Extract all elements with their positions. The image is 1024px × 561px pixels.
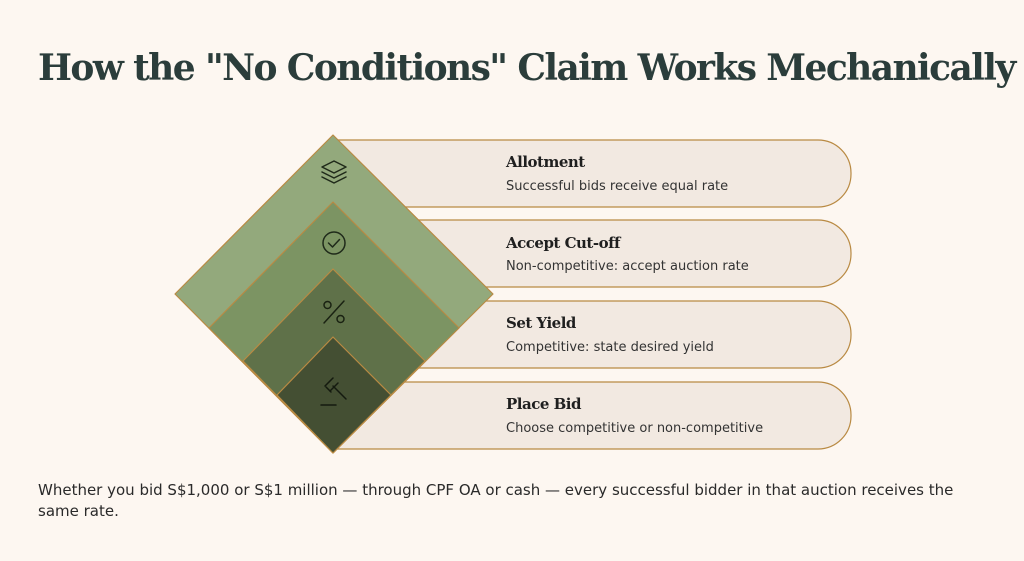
layers-icon bbox=[321, 160, 347, 184]
check-circle-icon bbox=[322, 231, 346, 255]
gavel-icon bbox=[320, 377, 347, 406]
step-card-place-bid bbox=[332, 381, 852, 450]
step-desc-set-yield: Competitive: state desired yield bbox=[506, 340, 714, 355]
step-desc-accept-cutoff: Non-competitive: accept auction rate bbox=[506, 259, 749, 274]
percent-icon bbox=[323, 300, 345, 324]
step-desc-place-bid: Choose competitive or non-competitive bbox=[506, 421, 764, 436]
step-title-allotment: Allotment bbox=[506, 153, 585, 171]
footnote-text: Whether you bid S$1,000 or S$1 million —… bbox=[38, 481, 954, 520]
step-title-set-yield: Set Yield bbox=[506, 314, 576, 332]
page-title: How the "No Conditions" Claim Works Mech… bbox=[38, 47, 1016, 89]
step-title-place-bid: Place Bid bbox=[506, 395, 581, 413]
pyramid-level-place-bid bbox=[276, 336, 392, 454]
step-card-allotment bbox=[332, 139, 852, 208]
step-title-accept-cutoff: Accept Cut-off bbox=[506, 234, 621, 252]
step-desc-allotment: Successful bids receive equal rate bbox=[506, 179, 729, 194]
